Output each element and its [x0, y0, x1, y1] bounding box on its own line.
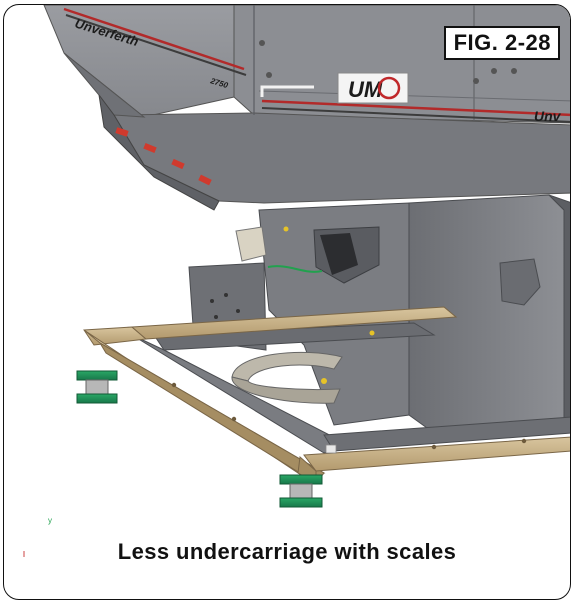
- brand-decal-right: Unv: [534, 108, 562, 124]
- figure-frame: Unverferth 2750 UM Unv: [3, 4, 571, 600]
- figure-caption: Less undercarriage with scales: [117, 539, 457, 564]
- spreader-illustration: Unverferth 2750 UM Unv: [23, 5, 570, 557]
- figure-number-label: FIG. 2-28: [443, 26, 560, 60]
- svg-text:y: y: [48, 516, 52, 525]
- hopper-body: [43, 5, 570, 211]
- um-logo-text: UM: [348, 77, 383, 102]
- scale-foot-right: [279, 474, 323, 508]
- um-logo: UM: [337, 72, 409, 104]
- scale-foot-left: [76, 370, 118, 404]
- wood-base-frame: [83, 306, 570, 484]
